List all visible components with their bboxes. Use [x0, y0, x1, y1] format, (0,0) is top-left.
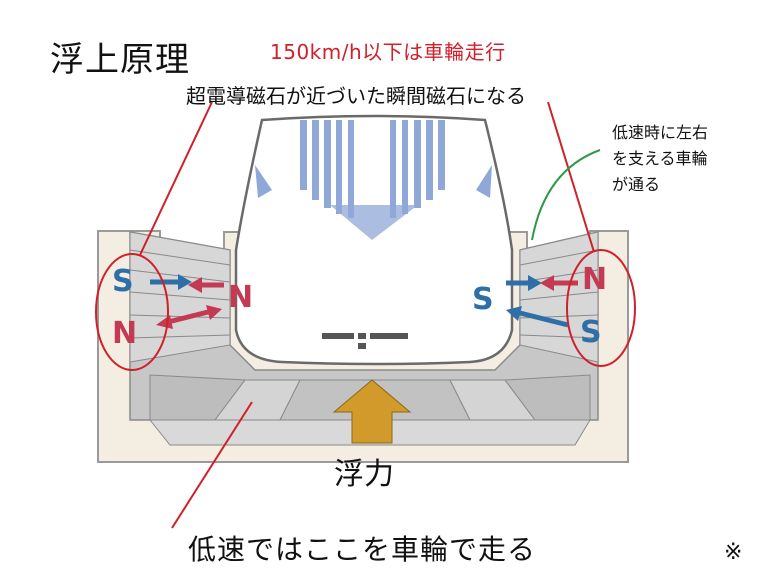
lift-arrow: [332, 379, 412, 444]
pole-right-inner: S: [472, 282, 494, 317]
side-wheel-note-line: が通る: [612, 175, 661, 194]
lift-label: 浮力: [334, 457, 394, 492]
pole-left-outer-bottom: N: [112, 316, 138, 351]
callout-bottom: [171, 401, 253, 529]
left-coil-highlight: [95, 253, 169, 371]
side-wheel-note: 低速時に左右 を支える車輪 が通る: [612, 120, 708, 198]
side-wheel-note-line: を支える車輪: [612, 149, 708, 168]
callout-left: [139, 101, 213, 256]
left-sidewall: [129, 231, 231, 363]
pole-right-outer-top: N: [582, 262, 608, 297]
magnet-arrows-right: [506, 275, 578, 328]
pole-left-outer-top: S: [112, 264, 134, 299]
low-speed-wheel-note: 低速ではここを車輪で走る: [188, 533, 537, 566]
pole-right-outer-bottom: S: [580, 315, 602, 350]
diagram-title: 浮上原理: [50, 40, 190, 80]
vehicle-center-mark: [322, 333, 408, 349]
pole-left-inner: N: [228, 280, 254, 315]
magnet-arrows-left: [150, 274, 224, 329]
magnet-note: 超電導磁石が近づいた瞬間磁石になる: [186, 84, 526, 108]
vehicle-stripes: [255, 120, 492, 240]
reference-mark: ※: [724, 540, 743, 565]
vehicle-body: [234, 114, 514, 366]
callout-wheel: [531, 149, 601, 241]
side-wheel-note-line: 低速時に左右: [612, 123, 709, 142]
diagram-subtitle: 150km/h以下は車輪走行: [270, 40, 506, 64]
right-coil-highlight: [566, 249, 636, 367]
callout-right: [547, 101, 595, 253]
